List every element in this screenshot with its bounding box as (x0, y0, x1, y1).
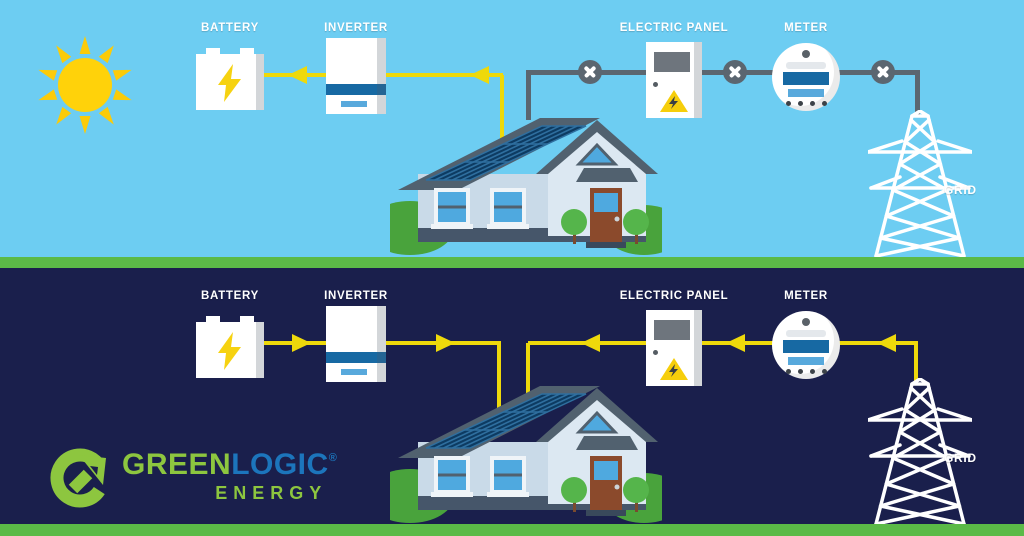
grass-strip (0, 257, 1024, 268)
house-icon (390, 118, 662, 255)
inverter-icon (326, 306, 386, 382)
grid-label: GRID (944, 451, 977, 465)
lightning-bolt-icon (218, 64, 241, 102)
electric-panel-icon (646, 310, 702, 386)
door-icon (586, 456, 626, 516)
window-icon (431, 456, 473, 497)
no-flow-x-icon (578, 60, 602, 84)
inverter-label: INVERTER (324, 22, 388, 34)
day-scene: BATTERY INVERTER ELECTRIC PANEL METER GR… (0, 0, 1024, 268)
inverter-label: INVERTER (324, 290, 388, 302)
greenlogic-logo: GREENLOGIC® ENERGY (46, 442, 337, 512)
flow-arrow-left-icon (877, 334, 896, 352)
electric-panel-icon (646, 42, 702, 118)
flow-arrow-left-icon (726, 334, 745, 352)
flow-line-grid-riser (914, 341, 918, 383)
flow-arrow-right-icon (292, 334, 311, 352)
solar-panel-icon (425, 393, 587, 449)
inverter-icon (326, 38, 386, 114)
meter-label: METER (784, 290, 828, 302)
warning-triangle-icon (660, 358, 688, 380)
meter-icon (772, 43, 840, 111)
window-icon (431, 188, 473, 229)
logo-mark-icon (50, 448, 110, 508)
logo-energy-text: ENERGY (215, 483, 328, 503)
tree-icon (623, 209, 649, 244)
flow-arrow-left-icon (581, 334, 600, 352)
battery-label: BATTERY (201, 290, 259, 302)
flow-arrow-right-icon (436, 334, 455, 352)
tree-icon (561, 477, 587, 512)
battery-label: BATTERY (201, 22, 259, 34)
electric-panel-label: ELECTRIC PANEL (619, 290, 729, 302)
battery-icon (196, 48, 264, 110)
window-icon (487, 456, 529, 497)
lightning-bolt-icon (218, 332, 241, 370)
flow-arrow-left-icon (470, 66, 489, 84)
warning-triangle-icon (660, 90, 688, 112)
grid-tower-icon (868, 378, 972, 526)
grid-label: GRID (944, 183, 977, 197)
tree-icon (561, 209, 587, 244)
inactive-line-grid-riser (915, 70, 920, 116)
meter-icon (772, 311, 840, 379)
night-scene: BATTERY INVERTER ELECTRIC PANEL METER GR… (0, 268, 1024, 536)
flow-line-house-drop (497, 343, 501, 411)
sun-icon (38, 36, 132, 134)
flow-line-solar-drop (500, 75, 504, 140)
inactive-line-house-riser (526, 70, 531, 120)
window-icon (487, 188, 529, 229)
grid-tower-icon (868, 110, 972, 258)
no-flow-x-icon (723, 60, 747, 84)
door-icon (586, 188, 626, 248)
grass-strip (0, 524, 1024, 536)
meter-label: METER (784, 22, 828, 34)
flow-line-house-drop (526, 343, 530, 403)
solar-panel-icon (425, 125, 587, 181)
tree-icon (623, 477, 649, 512)
house-icon (390, 386, 662, 523)
logo-wordmark: GREENLOGIC® (122, 448, 338, 481)
battery-icon (196, 316, 264, 378)
electric-panel-label: ELECTRIC PANEL (619, 22, 729, 34)
flow-arrow-left-icon (288, 66, 307, 84)
no-flow-x-icon (871, 60, 895, 84)
